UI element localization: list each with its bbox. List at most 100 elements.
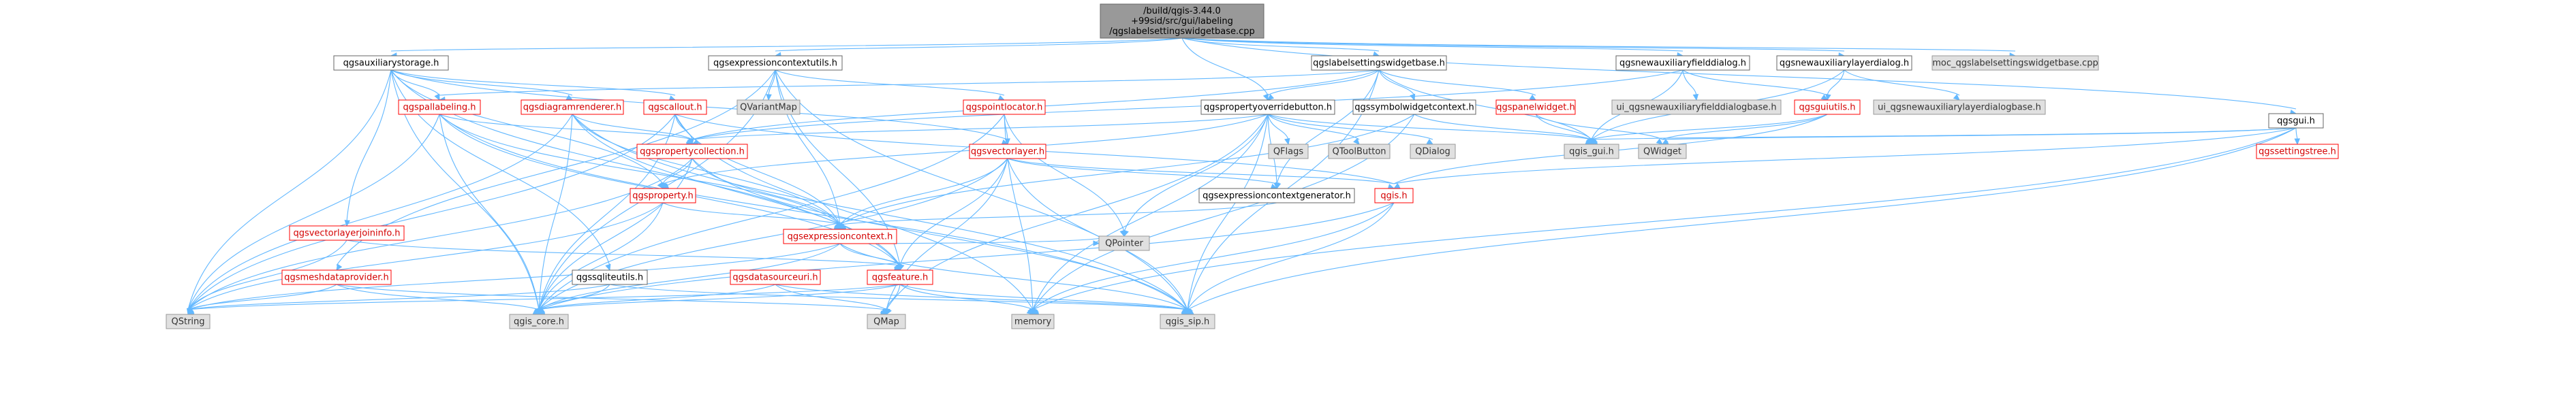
node-qgsmeshdataprovider[interactable]: qgsmeshdataprovider.h [281, 269, 392, 285]
edge-qgsvectorlayer-to-QMap [884, 158, 1008, 316]
node-label: qgsnewauxiliarylayerdialog.h [1780, 59, 1909, 69]
node-ui_field: ui_qgsnewauxiliaryfielddialogbase.h [1611, 99, 1782, 115]
edge-qgsauxiliarystorage-to-qgscallout [390, 69, 677, 101]
node-qgsgui[interactable]: qgsgui.h [2268, 113, 2324, 129]
node-label: moc_qgslabelsettingswidgetbase.cpp [1932, 59, 2098, 69]
node-label: qgsmeshdataprovider.h [284, 273, 389, 283]
node-label: qgspallabeling.h [403, 103, 476, 113]
node-ui_layer: ui_qgsnewauxiliarylayerdialogbase.h [1873, 99, 2046, 115]
edge-qgsauxiliarystorage-to-qgsproperty [390, 69, 664, 190]
node-label: QDialog [1415, 147, 1450, 157]
node-label: qgssettingstree.h [2259, 147, 2336, 157]
node-label: QFlags [1273, 147, 1304, 157]
node-qgsauxiliarystorage[interactable]: qgsauxiliarystorage.h [333, 55, 449, 71]
edge-qgsnewauxiliaryfielddialog-to-qgsguiutils [1682, 69, 1829, 101]
node-qgsexpressioncontextgenerator[interactable]: qgsexpressioncontextgenerator.h [1198, 188, 1355, 203]
edge-qgis-to-qgis_core [538, 202, 1395, 315]
edge-qgsfeature-to-memory [899, 284, 1034, 315]
edge-qgspropertyoverridebutton-to-QMap [886, 114, 1269, 316]
node-qgspropertyoverridebutton[interactable]: qgspropertyoverridebutton.h [1200, 99, 1335, 115]
edge-qgsnewauxiliarylayerdialog-to-ui_layer [1844, 69, 1960, 101]
node-label: qgis_gui.h [1569, 147, 1614, 157]
node-label: /build/qgis-3.44.0 [1143, 6, 1221, 16]
edge-qgsauxiliarystorage-to-qgsvectorlayerjoininfo [344, 69, 392, 227]
edge-qgsvectorlayer-to-qgis [1007, 158, 1395, 190]
node-qgsexpressioncontext[interactable]: qgsexpressioncontext.h [783, 229, 897, 244]
node-qgspanelwidget[interactable]: qgspanelwidget.h [1495, 99, 1576, 115]
edge-qgscallout-to-qgsexpressioncontext [674, 114, 841, 231]
edge-qgsfeature-to-QMap [884, 284, 901, 316]
node-qgssymbolwidgetcontext[interactable]: qgssymbolwidgetcontext.h [1352, 99, 1476, 115]
edge-qgsguiutils-to-QWidget [1661, 114, 1828, 145]
node-label: qgsgui.h [2277, 116, 2315, 127]
node-label: qgscallout.h [648, 103, 702, 113]
node-qgis_sip: qgis_sip.h [1160, 314, 1215, 329]
nodes-layer: /build/qgis-3.44.0+99sid/src/gui/labelin… [166, 3, 2339, 329]
node-qgspointlocator[interactable]: qgspointlocator.h [963, 99, 1046, 115]
edge-qgspropertyoverridebutton-to-QPointer [1123, 114, 1269, 237]
edge-root-to-qgslabelsettingswidgetbase [1181, 37, 1380, 57]
edge-qgsgui-to-qgis_gui [1590, 127, 2297, 147]
node-QMap: QMap [867, 314, 906, 329]
node-qgsguiutils[interactable]: qgsguiutils.h [1794, 99, 1861, 115]
edge-qgspropertyoverridebutton-to-qgis_sip [1185, 114, 1269, 316]
node-root: /build/qgis-3.44.0+99sid/src/gui/labelin… [1100, 3, 1264, 39]
node-QString: QString [166, 314, 211, 329]
node-moc: moc_qgslabelsettingswidgetbase.cpp [1931, 55, 2099, 71]
node-label: qgssymbolwidgetcontext.h [1354, 103, 1474, 113]
edge-qgsdatasourceuri-to-QMap [775, 284, 887, 315]
node-label: qgis.h [1380, 191, 1407, 201]
edge-qgslabelsettingswidgetbase-to-qgssymbolwidgetcontext [1378, 69, 1416, 101]
node-qgsnewauxiliarylayerdialog[interactable]: qgsnewauxiliarylayerdialog.h [1776, 55, 1912, 71]
node-qgslabelsettingswidgetbase[interactable]: qgslabelsettingswidgetbase.h [1311, 55, 1447, 71]
node-label: qgspanelwidget.h [1496, 103, 1575, 113]
node-label: qgsvectorlayer.h [971, 147, 1044, 157]
edges-layer [186, 37, 2301, 317]
edge-qgsauxiliarystorage-to-qgspallabeling [390, 69, 440, 101]
node-label: QPointer [1105, 239, 1144, 249]
node-QWidget: QWidget [1638, 144, 1687, 159]
node-qgspropertycollection[interactable]: qgspropertycollection.h [636, 144, 748, 159]
node-label: +99sid/src/gui/labeling [1131, 16, 1233, 27]
node-label: qgsnewauxiliaryfielddialog.h [1619, 59, 1746, 69]
node-label: QMap [873, 317, 899, 327]
node-label: qgsdatasourceuri.h [732, 273, 818, 283]
node-qgsvectorlayerjoininfo[interactable]: qgsvectorlayerjoininfo.h [289, 225, 405, 241]
node-label: qgspropertyoverridebutton.h [1204, 103, 1332, 113]
node-qgsdiagramrenderer[interactable]: qgsdiagramrenderer.h [521, 99, 624, 115]
node-qgssqliteutils[interactable]: qgssqliteutils.h [572, 269, 648, 285]
edge-qgspropertyoverridebutton-to-QToolButton [1267, 114, 1360, 145]
node-qgsvectorlayer[interactable]: qgsvectorlayer.h [969, 144, 1046, 159]
node-qgsproperty[interactable]: qgsproperty.h [630, 188, 696, 203]
node-qgis[interactable]: qgis.h [1374, 188, 1414, 203]
node-label: qgsfeature.h [872, 273, 929, 283]
node-qgscallout[interactable]: qgscallout.h [643, 99, 707, 115]
node-qgis_gui: qgis_gui.h [1564, 144, 1619, 159]
node-qgsnewauxiliaryfielddialog[interactable]: qgsnewauxiliaryfielddialog.h [1615, 55, 1750, 71]
edge-qgspanelwidget-to-qgis_gui [1535, 114, 1592, 146]
edge-qgslabelsettingswidgetbase-to-qgspanelwidget [1378, 69, 1537, 101]
node-label: qgsdiagramrenderer.h [523, 103, 621, 113]
node-label: qgsexpressioncontextutils.h [713, 59, 837, 69]
node-label: qgspointlocator.h [966, 103, 1043, 113]
edge-qgslabelsettingswidgetbase-to-qgspropertyoverridebutton [1267, 69, 1380, 101]
node-label: ui_qgsnewauxiliaryfielddialogbase.h [1616, 103, 1776, 113]
node-qgspallabeling[interactable]: qgspallabeling.h [398, 99, 481, 115]
edge-qgsnewauxiliaryfielddialog-to-ui_field [1682, 69, 1699, 101]
node-qgsdatasourceuri[interactable]: qgsdatasourceuri.h [730, 269, 821, 285]
node-qgis_core: qgis_core.h [509, 314, 569, 329]
node-label: QString [171, 317, 204, 327]
node-label: qgis_core.h [514, 317, 564, 327]
edge-qgis-to-qgis_sip [1187, 202, 1395, 316]
edge-qgsexpressioncontext-to-qgsfeature [839, 243, 901, 272]
node-label: qgsproperty.h [632, 191, 693, 201]
node-qgsfeature[interactable]: qgsfeature.h [867, 269, 933, 285]
node-qgsexpressioncontextutils[interactable]: qgsexpressioncontextutils.h [708, 55, 843, 71]
node-label: qgsguiutils.h [1799, 103, 1855, 113]
edge-qgsproperty-to-qgsexpressioncontext [662, 202, 841, 230]
edge-qgis-to-memory [1032, 202, 1395, 315]
node-QToolButton: QToolButton [1328, 144, 1391, 159]
edge-qgsguiutils-to-qgis_gui [1590, 114, 1828, 145]
node-qgssettingstree[interactable]: qgssettingstree.h [2256, 144, 2339, 159]
